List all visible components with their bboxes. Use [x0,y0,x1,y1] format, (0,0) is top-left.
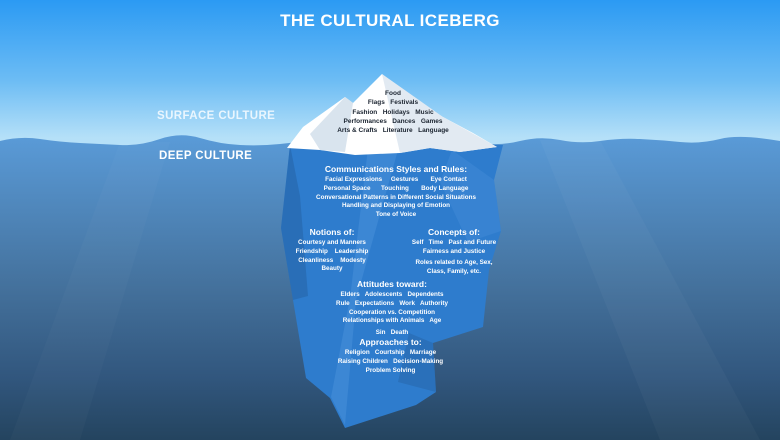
section-heading: Concepts of: [428,227,480,237]
section-line: Facial Expressions Gestures Eye Contact [325,176,467,183]
surface-culture-items: Food Flags Festivals Fashion Holidays Mu… [283,89,503,135]
section-line: Roles related to Age, Sex, [415,259,493,267]
section-heading: Notions of: [309,227,355,237]
iceberg-underwater [281,145,503,428]
section-line: Cooperation vs. Competition [348,308,436,316]
section-attitudes: Attitudes toward: Elders Adolescents Dep… [302,279,482,337]
section-line: Rule Expectations Work Authority [336,299,448,307]
iceberg-facet-dark [281,145,308,300]
section-line: Friendship Leadership [295,247,369,255]
section-line: Personal Space Touching Body Language [323,184,469,192]
iceberg-tip-facet [382,74,497,153]
iceberg-underwater-body [281,145,503,428]
surface-item: Arts & Crafts Literature Language [337,127,449,135]
section-line: Problem Solving [365,366,416,374]
deep-culture-label: DEEP CULTURE [159,150,253,162]
page-title: THE CULTURAL ICEBERG [280,11,500,30]
section-line: Fairness and Justice [422,247,486,255]
section-line: Beauty [321,265,343,273]
section-notions: Notions of: Courtesy and Manners Friends… [266,227,398,274]
iceberg-facet-dark [398,333,436,392]
iceberg-facet-light [440,150,501,242]
section-heading: Communications Styles and Rules: [324,164,468,174]
surface-item: Performances Dances Games [343,117,443,125]
section-line: Courtesy and Manners [298,239,366,246]
section-line: Raising Children Decision-Making [337,357,444,365]
surface-item: Food [385,90,401,97]
surface-item: Fashion Holidays Music [352,108,434,116]
section-line: Handling and Displaying of Emotion [341,202,451,210]
iceberg-tip-facet [310,97,353,152]
section-line: Conversational Patterns in Different Soc… [316,193,476,201]
section-approaches: Approaches to: Religion Courtship Marria… [308,337,473,375]
section-communications: Communications Styles and Rules: Facial … [256,164,536,220]
iceberg-tip [287,74,497,155]
surface-culture-label: SURFACE CULTURE [157,110,276,122]
section-line: Relationships with Animals Age [342,317,442,325]
section-line: Sin Death [375,328,409,336]
iceberg-facet-light [331,148,398,425]
section-line: Class, Family, etc. [426,267,482,275]
section-line: Tone of Voice [375,211,417,219]
surface-item: Flags Festivals [367,99,419,107]
section-line: Self Time Past and Future [411,239,497,246]
section-heading: Attitudes toward: [357,279,427,289]
section-concepts: Concepts of: Self Time Past and Future F… [388,227,520,277]
section-line: Religion Courtship Marriage [344,349,437,356]
section-heading: Approaches to: [359,337,422,347]
section-line: Elders Adolescents Dependents [340,291,444,298]
section-line: Cleanliness Modesty [298,256,366,264]
